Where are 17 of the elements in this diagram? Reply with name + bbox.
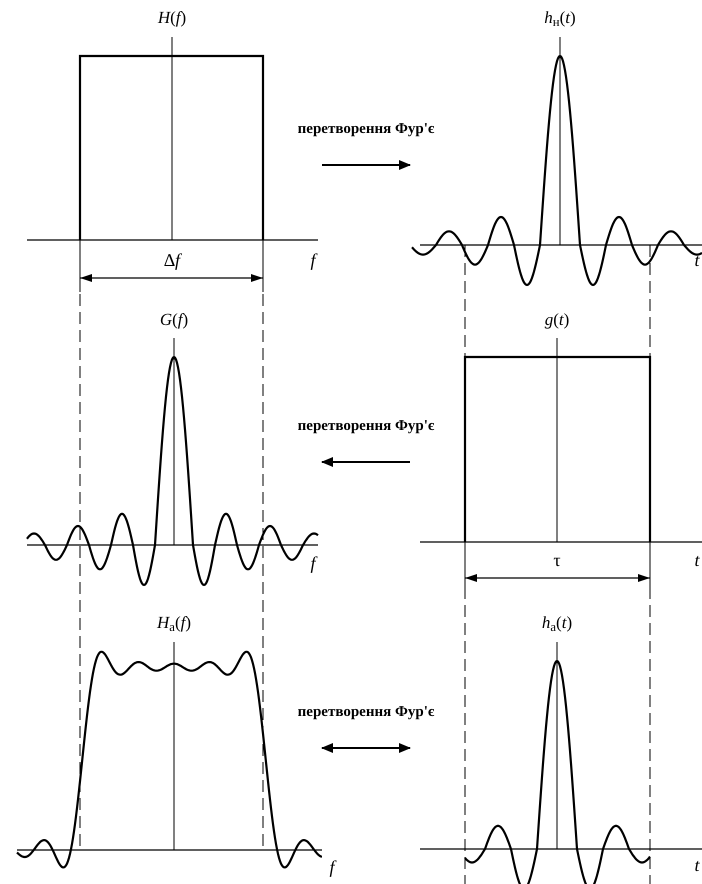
graph-title: h$_{а}$(t) <box>540 613 574 633</box>
axis-label: f <box>310 553 316 573</box>
axis-label: τ <box>553 550 561 570</box>
arrow <box>321 743 411 753</box>
axis-label: t <box>694 550 700 570</box>
arrow <box>321 457 410 467</box>
graph-title: H$_{а}$(f) <box>154 613 194 633</box>
arrow <box>322 160 411 170</box>
graph-title: h$_{н}$(t) <box>542 8 578 28</box>
axis-label: ∆f <box>164 250 180 270</box>
graph-title: G(f) <box>158 310 190 330</box>
axis-label: t <box>694 250 700 270</box>
graph-title: H(f) <box>156 8 188 28</box>
graph-title: g(t) <box>542 310 572 330</box>
axis-label: f <box>310 250 316 270</box>
axis-label: t <box>694 855 700 875</box>
axis-label: f <box>330 857 334 877</box>
